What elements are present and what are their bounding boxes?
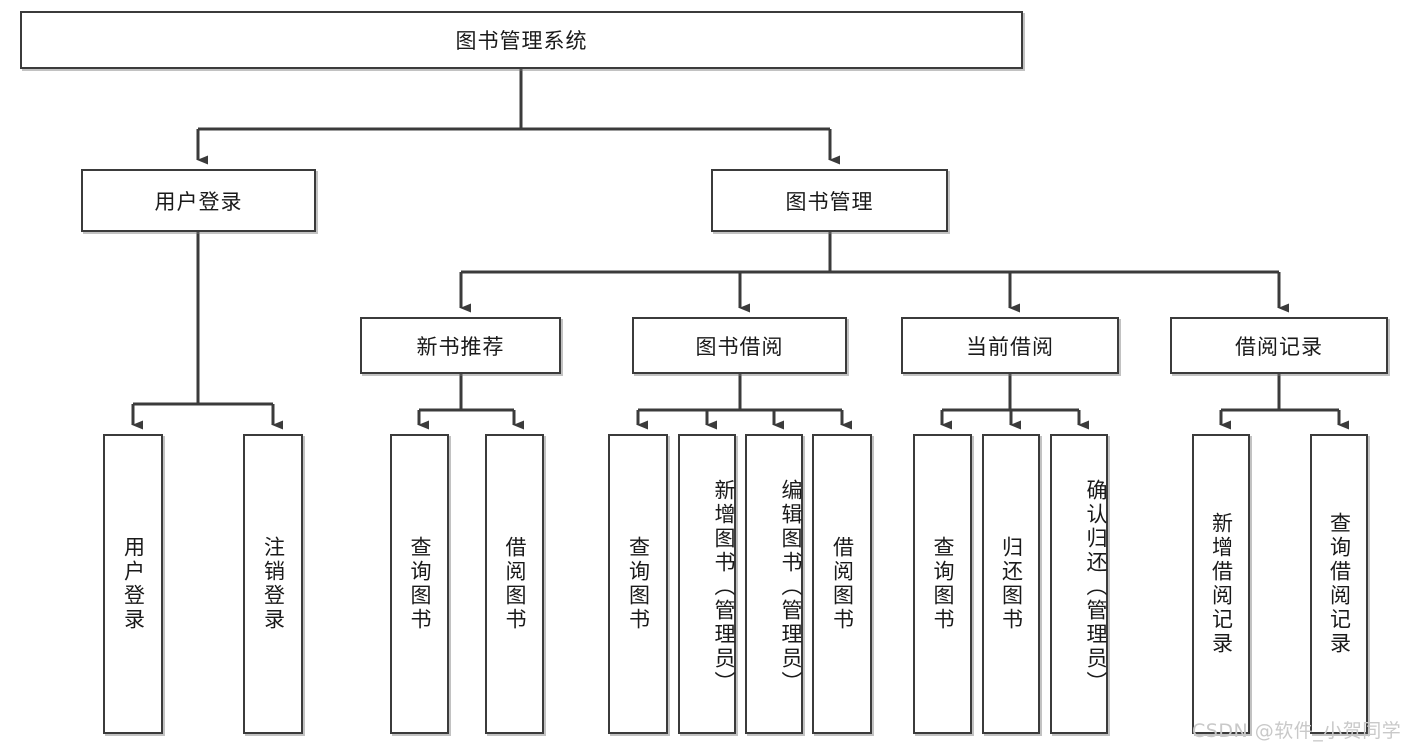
node-book-manage[interactable]: 图书管理: [711, 169, 948, 232]
node-book-borrow-label: 图书借阅: [695, 334, 784, 359]
edges-root-to-level2: [196, 69, 840, 165]
node-borrow-record-label: 借阅记录: [1235, 334, 1323, 359]
node-book-borrow[interactable]: 图书借阅: [632, 317, 847, 374]
node-leaf-add-record-label: 新增借阅记录: [1209, 512, 1234, 656]
node-user-login[interactable]: 用户登录: [81, 169, 316, 232]
node-leaf-query-book-3[interactable]: 查询图书: [913, 434, 972, 734]
node-leaf-edit-book-label: 编辑图书（管理员）: [779, 479, 803, 695]
node-leaf-query-book-1-label: 查询图书: [408, 536, 432, 632]
csdn-watermark: CSDN @软件_小贺同学: [1192, 720, 1402, 742]
node-root[interactable]: 图书管理系统: [20, 11, 1023, 69]
node-leaf-query-book-3-label: 查询图书: [931, 536, 955, 632]
node-leaf-return-book-label: 归还图书: [999, 536, 1024, 632]
edges-user-login-to-leaves: [131, 232, 283, 430]
node-current-borrow[interactable]: 当前借阅: [901, 317, 1119, 374]
node-leaf-user-login[interactable]: 用户登录: [103, 434, 163, 734]
node-leaf-borrow-book-1[interactable]: 借阅图书: [485, 434, 544, 734]
node-root-label: 图书管理系统: [455, 29, 588, 53]
edges-new-book-recommend-to-leaves: [417, 374, 524, 430]
edges-book-borrow-to-leaves: [636, 374, 852, 430]
node-leaf-borrow-book-1-label: 借阅图书: [503, 536, 527, 632]
node-borrow-record[interactable]: 借阅记录: [1170, 317, 1388, 374]
node-leaf-borrow-book-2-label: 借阅图书: [830, 536, 855, 632]
node-leaf-confirm-return-label: 确认归还（管理员）: [1084, 479, 1108, 695]
node-leaf-logout-label: 注销登录: [261, 536, 286, 632]
node-leaf-query-book-2[interactable]: 查询图书: [608, 434, 668, 734]
node-current-borrow-label: 当前借阅: [966, 334, 1054, 359]
node-leaf-confirm-return[interactable]: 确认归还（管理员）: [1050, 434, 1108, 734]
node-leaf-logout[interactable]: 注销登录: [243, 434, 303, 734]
edges-current-borrow-to-leaves: [940, 374, 1089, 430]
node-new-book-recommend-label: 新书推荐: [416, 334, 505, 359]
node-new-book-recommend[interactable]: 新书推荐: [360, 317, 561, 374]
node-leaf-edit-book[interactable]: 编辑图书（管理员）: [745, 434, 803, 734]
node-leaf-borrow-book-2[interactable]: 借阅图书: [812, 434, 872, 734]
node-book-manage-label: 图书管理: [785, 189, 874, 214]
node-leaf-query-record[interactable]: 查询借阅记录: [1310, 434, 1368, 734]
node-leaf-return-book[interactable]: 归还图书: [982, 434, 1040, 734]
node-leaf-add-record[interactable]: 新增借阅记录: [1192, 434, 1250, 734]
edges-borrow-record-to-leaves: [1219, 374, 1349, 430]
node-leaf-add-book[interactable]: 新增图书（管理员）: [678, 434, 736, 734]
node-leaf-query-book-1[interactable]: 查询图书: [390, 434, 449, 734]
node-leaf-query-record-label: 查询借阅记录: [1327, 512, 1352, 656]
node-leaf-add-book-label: 新增图书（管理员）: [712, 479, 736, 695]
node-leaf-user-login-label: 用户登录: [121, 536, 146, 632]
node-user-login-label: 用户登录: [154, 189, 243, 214]
node-leaf-query-book-2-label: 查询图书: [626, 536, 651, 632]
edges-book-manage-to-level3: [459, 232, 1289, 313]
